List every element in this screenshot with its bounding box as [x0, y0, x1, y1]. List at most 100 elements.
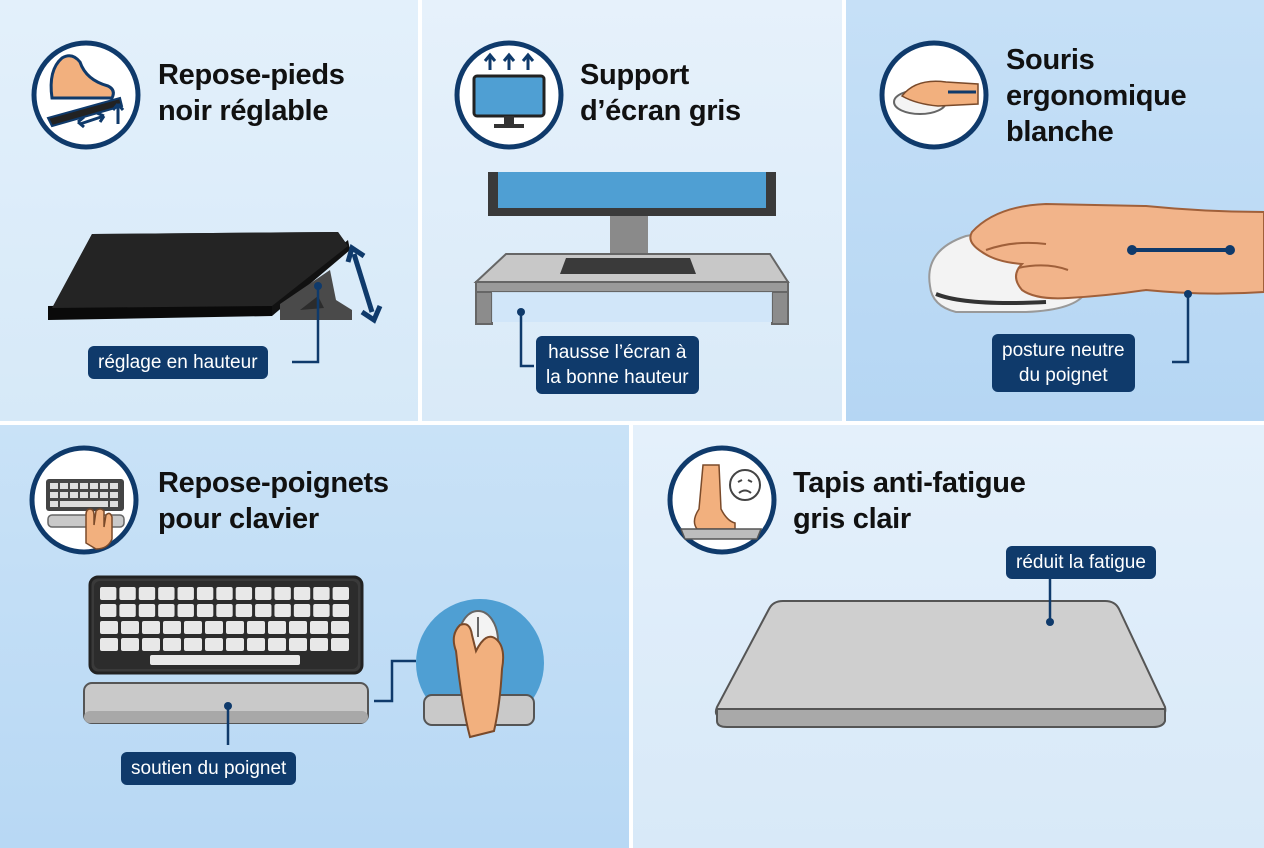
title-line-2: pour clavier: [158, 503, 319, 535]
label-line-1: réglage en hauteur: [98, 352, 258, 373]
keyboard-key: [119, 604, 136, 617]
title-line-2: ergonomique: [1006, 80, 1187, 112]
keyboard-key: [196, 587, 214, 600]
footrest-board: [48, 232, 352, 320]
keyboard-key: [121, 621, 139, 634]
keyboard: [88, 575, 364, 675]
keyboard-key: [119, 587, 136, 600]
keyboard-key: [331, 621, 349, 634]
keyboard-key: [163, 621, 181, 634]
monitor-stand: [473, 253, 790, 325]
height-arrow: [345, 244, 383, 324]
panel-ergonomic-mouse: Souris ergonomique blanche posture neutr…: [846, 0, 1264, 421]
keyboard-key: [332, 587, 349, 600]
foot-on-footrest-icon: [31, 40, 141, 150]
keyboard-key: [255, 604, 272, 617]
monitor-raise-icon: [454, 40, 564, 150]
keyboard-key: [158, 604, 175, 617]
keyboard-key: [100, 621, 118, 634]
title-line-2: gris clair: [793, 503, 911, 535]
wrist-rest-illustration: [29, 445, 544, 745]
keyboard-key: [177, 604, 194, 617]
title-line-1: Repose-pieds: [158, 59, 345, 91]
keyboard-key: [247, 638, 265, 651]
keyboard-key: [274, 604, 291, 617]
keyboard-key: [268, 638, 286, 651]
title-line-3: blanche: [1006, 116, 1114, 148]
mouse-illustration: [879, 40, 1264, 364]
keyboard-key: [226, 638, 244, 651]
label-line-2: la bonne hauteur: [546, 367, 689, 388]
keyboard-key: [310, 621, 328, 634]
keyboard-key: [100, 604, 117, 617]
keyboard-key: [313, 604, 330, 617]
mouse-and-hand: [928, 202, 1264, 313]
panel-title: Support d’écran gris: [580, 57, 741, 129]
footrest-illustration: [31, 40, 383, 364]
keyboard-key: [158, 587, 175, 600]
keyboard-key: [247, 621, 265, 634]
monitor-stand-illustration: [454, 40, 790, 368]
keyboard-key: [293, 604, 311, 617]
keyboard-key: [177, 587, 194, 600]
label-line-2: du poignet: [1018, 365, 1108, 386]
keyboard-key: [184, 621, 202, 634]
callout-label: soutien du poignet: [121, 752, 297, 785]
keyboard-key: [331, 638, 349, 651]
keyboard-key: [293, 587, 311, 600]
hand-on-mouse-icon: [879, 40, 989, 150]
label-line-1: soutien du poignet: [131, 758, 287, 779]
keyboard-key: [226, 621, 244, 634]
keyboard-key: [196, 604, 214, 617]
keyboard-key: [138, 587, 156, 600]
keyboard-key: [235, 587, 253, 600]
keyboard-spacebar: [150, 655, 300, 665]
keyboard-key: [142, 638, 160, 651]
panel-title: Tapis anti-fatigue gris clair: [793, 465, 1026, 537]
title-line-2: d’écran gris: [580, 95, 741, 127]
keyboard-key: [205, 621, 223, 634]
panel-title: Souris ergonomique blanche: [1006, 42, 1187, 150]
keyboard-wrist-rest-icon: [29, 445, 139, 555]
keyboard-key: [121, 638, 139, 651]
keyboard-key: [100, 587, 117, 600]
panel-monitor-stand: Support d’écran gris hausse l’écran à la…: [422, 0, 842, 421]
keyboard-key: [255, 587, 272, 600]
label-line-1: posture neutre: [1002, 340, 1125, 361]
callout-label: posture neutre du poignet: [992, 334, 1135, 392]
callout-label: hausse l’écran à la bonne hauteur: [536, 336, 699, 394]
keyboard-key: [313, 587, 330, 600]
keyboard-key: [142, 621, 160, 634]
title-line-1: Support: [580, 59, 690, 91]
panel-title: Repose-poignets pour clavier: [158, 465, 389, 537]
keyboard-key: [274, 587, 291, 600]
keyboard-key: [205, 638, 223, 651]
keyboard-key: [216, 604, 233, 617]
keyboard-key: [138, 604, 156, 617]
keyboard-key: [235, 604, 253, 617]
keyboard-key: [184, 638, 202, 651]
tired-foot-on-mat-icon: [667, 445, 777, 555]
keyboard-key: [216, 587, 233, 600]
title-line-1: Repose-poignets: [158, 467, 389, 499]
keyboard-key: [310, 638, 328, 651]
callout-label: réglage en hauteur: [88, 346, 268, 379]
keyboard-key: [268, 621, 286, 634]
label-line-1: hausse l’écran à: [548, 342, 687, 363]
keyboard-key: [289, 638, 307, 651]
title-line-2: noir réglable: [158, 95, 329, 127]
panel-anti-fatigue-mat: Tapis anti-fatigue gris clair réduit la …: [633, 425, 1264, 848]
label-line-1: réduit la fatigue: [1016, 552, 1146, 573]
panel-wrist-rest: Repose-poignets pour clavier soutien du …: [0, 425, 629, 848]
monitor: [488, 172, 776, 274]
mat-illustration: [667, 445, 1167, 728]
panel-title: Repose-pieds noir réglable: [158, 57, 345, 129]
title-line-1: Tapis anti-fatigue: [793, 467, 1026, 499]
anti-fatigue-mat: [714, 600, 1167, 728]
mouse-wrist-rest: [416, 599, 544, 739]
keyboard-key: [100, 638, 118, 651]
keyboard-key: [163, 638, 181, 651]
title-line-1: Souris: [1006, 44, 1095, 76]
keyboard-key: [332, 604, 349, 617]
keyboard-key: [289, 621, 307, 634]
